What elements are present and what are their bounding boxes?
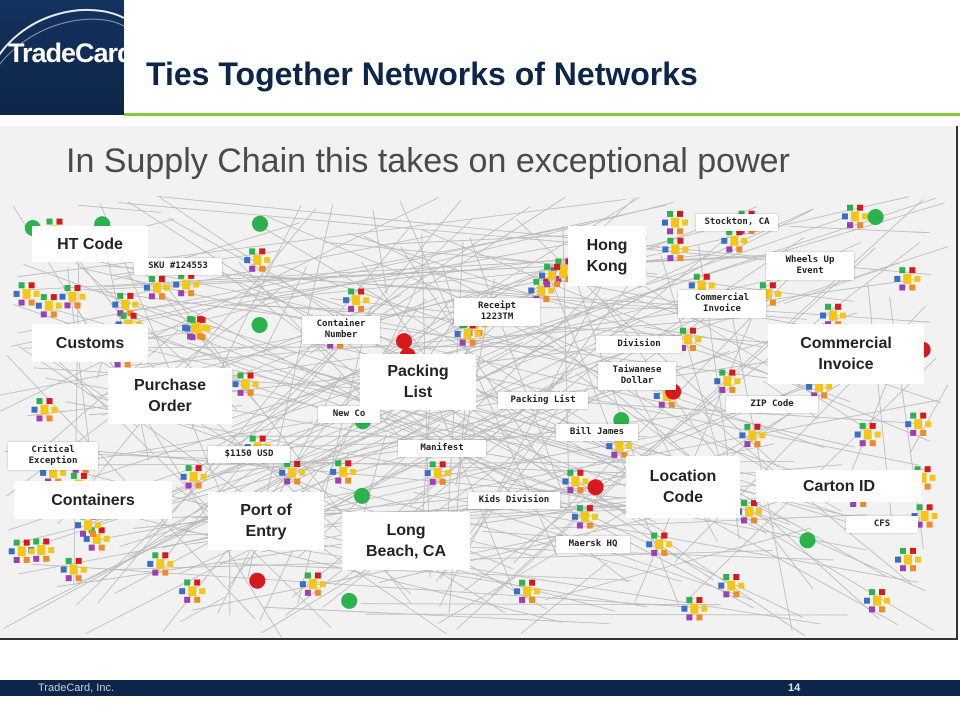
- tag-receipt: Receipt 1223TM: [454, 298, 540, 326]
- node-dot: [252, 215, 268, 232]
- node-cluster: [232, 372, 259, 396]
- title-divider: [124, 113, 960, 116]
- node-cluster: [299, 572, 326, 596]
- node-cluster: [8, 539, 35, 563]
- node-cluster: [571, 505, 598, 529]
- node-cluster: [182, 316, 209, 340]
- tag-taiwanese-dollar: Taiwanese Dollar: [598, 362, 676, 390]
- tag-division: Division: [596, 336, 682, 353]
- page-title: Ties Together Networks of Networks: [146, 56, 698, 92]
- node-cluster: [330, 460, 357, 484]
- figure-title: In Supply Chain this takes on exceptiona…: [66, 142, 790, 180]
- node-cluster: [864, 589, 890, 613]
- label-location-code: Location Code: [626, 456, 740, 518]
- node-dot: [354, 487, 370, 504]
- node-dot: [249, 572, 266, 589]
- node-cluster: [718, 574, 745, 598]
- node-cluster: [244, 248, 271, 272]
- tag-container-number: Container Number: [302, 316, 380, 344]
- node-cluster: [514, 579, 541, 603]
- node-cluster: [905, 412, 932, 436]
- tag-manifest: Manifest: [398, 440, 486, 457]
- node-cluster: [112, 292, 139, 317]
- tag-maersk: Maersk HQ: [556, 536, 630, 553]
- node-cluster: [662, 237, 689, 262]
- node-cluster: [895, 547, 921, 572]
- label-packing-list: Packing List: [360, 354, 476, 410]
- label-containers: Containers: [14, 481, 172, 519]
- tag-new-co: New Co: [318, 406, 380, 423]
- node-dot: [396, 333, 412, 350]
- node-dot: [341, 592, 358, 609]
- node-cluster: [662, 210, 688, 235]
- node-cluster: [59, 285, 86, 309]
- tag-kids-division: Kids Division: [468, 492, 560, 509]
- node-cluster: [646, 532, 673, 556]
- node-cluster: [173, 272, 200, 297]
- node-cluster: [179, 579, 206, 603]
- label-ht-code: HT Code: [32, 226, 148, 262]
- logo-panel: TradeCard®: [0, 0, 139, 115]
- node-cluster: [714, 369, 741, 393]
- tag-price: $1150 USD: [208, 446, 290, 463]
- node-cluster: [721, 229, 748, 253]
- tag-commercial-invoice-small: Commercial Invoice: [678, 290, 766, 318]
- label-customs: Customs: [32, 324, 148, 362]
- node-cluster: [180, 465, 207, 489]
- tag-stockton: Stockton, CA: [696, 214, 778, 231]
- tag-wheels-up: Wheels Up Event: [766, 252, 854, 280]
- label-purchase-order: Purchase Order: [108, 368, 232, 424]
- tag-cfs: CFS: [846, 516, 918, 533]
- node-dot: [867, 209, 884, 225]
- node-cluster: [894, 267, 921, 291]
- tag-zip-code: ZIP Code: [726, 396, 818, 413]
- node-cluster: [739, 423, 766, 448]
- tag-critical-exception: Critical Exception: [8, 442, 98, 470]
- logo: TradeCard®: [8, 38, 140, 68]
- node-cluster: [83, 527, 110, 551]
- node-cluster: [279, 461, 306, 485]
- node-cluster: [35, 294, 62, 318]
- tag-bill-james: Bill James: [556, 424, 638, 441]
- node-dot: [587, 479, 604, 496]
- label-commercial-invoice: Commercial Invoice: [768, 324, 924, 384]
- logo-swoosh-icon: [0, 8, 124, 65]
- node-cluster: [143, 276, 170, 300]
- footer-company: TradeCard, Inc.: [38, 682, 115, 694]
- label-port-of-entry: Port of Entry: [208, 492, 324, 550]
- node-cluster: [343, 288, 370, 312]
- node-cluster: [681, 597, 708, 621]
- node-cluster: [842, 204, 868, 229]
- node-cluster: [424, 461, 451, 485]
- node-dot: [251, 317, 268, 333]
- node-cluster: [854, 422, 881, 447]
- page-number: 14: [788, 682, 801, 694]
- node-cluster: [147, 552, 174, 576]
- label-carton-id: Carton ID: [756, 470, 922, 502]
- node-cluster: [60, 557, 87, 582]
- label-long-beach: Long Beach, CA: [342, 512, 470, 570]
- tag-sku: SKU #124553: [134, 258, 222, 275]
- node-cluster: [13, 282, 40, 306]
- node-cluster: [31, 398, 58, 422]
- footer-bar: TradeCard, Inc. 14: [0, 680, 960, 696]
- node-cluster: [539, 263, 566, 288]
- network-figure: In Supply Chain this takes on exceptiona…: [0, 126, 958, 640]
- tag-packing-list-small: Packing List: [498, 392, 588, 409]
- node-dot: [799, 532, 816, 549]
- label-hong-kong: Hong Kong: [568, 226, 646, 286]
- node-cluster: [562, 469, 589, 494]
